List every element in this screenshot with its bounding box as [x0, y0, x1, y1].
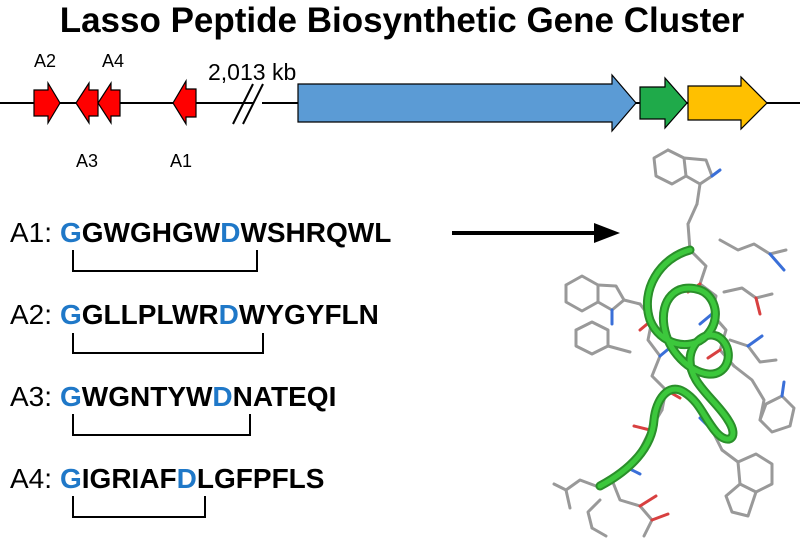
lasso-peptide-3d-structure-icon [552, 148, 796, 538]
sequence-text-a1: GGWGHGWDWSHRQWL [60, 217, 391, 248]
gene-a4-arrow [97, 80, 121, 126]
gene-label-a1: A1 [170, 151, 192, 171]
ring-bracket-a1 [72, 250, 258, 272]
ring-bracket-a4 [72, 496, 206, 518]
sequence-text-a4: GIGRIAFDLGFPFLS [60, 463, 324, 494]
gene-green-arrow [639, 76, 688, 130]
break-mark-2 [242, 83, 264, 125]
gene-a2-arrow [33, 80, 61, 126]
sequence-label-a2: A2: [10, 299, 52, 330]
sequence-label-a3: A3: [10, 381, 52, 412]
ring-bracket-a2 [72, 333, 264, 354]
gene-label-a3: A3 [76, 151, 98, 171]
gene-label-a4: A4 [102, 51, 124, 71]
gene-label-a2: A2 [34, 51, 56, 71]
sequence-a4: A4: GIGRIAFDLGFPFLS [10, 463, 324, 518]
gene-a3-arrow [75, 80, 99, 126]
ring-bracket-a3 [72, 414, 251, 436]
sequence-a3: A3: GWGNTYWDNATEQI [10, 381, 336, 436]
figure-title: Lasso Peptide Biosynthetic Gene Cluster [60, 1, 745, 40]
sequence-a1: A1: GGWGHGWDWSHRQWL [10, 217, 391, 272]
sequence-label-a4: A4: [10, 463, 52, 494]
gene-a1-arrow [172, 78, 197, 127]
break-mark-1 [232, 83, 254, 125]
sequence-label-a1: A1: [10, 217, 52, 248]
sequence-a2: A2: GGLLPLWRDWYGYFLN [10, 299, 379, 354]
gene-blue-arrow [297, 73, 637, 133]
structure-arrow-head [594, 223, 620, 243]
sequence-text-a3: GWGNTYWDNATEQI [60, 381, 336, 412]
gene-yellow-arrow [687, 75, 768, 131]
distance-label: 2,013 kb [208, 59, 296, 85]
sequence-text-a2: GGLLPLWRDWYGYFLN [60, 299, 379, 330]
